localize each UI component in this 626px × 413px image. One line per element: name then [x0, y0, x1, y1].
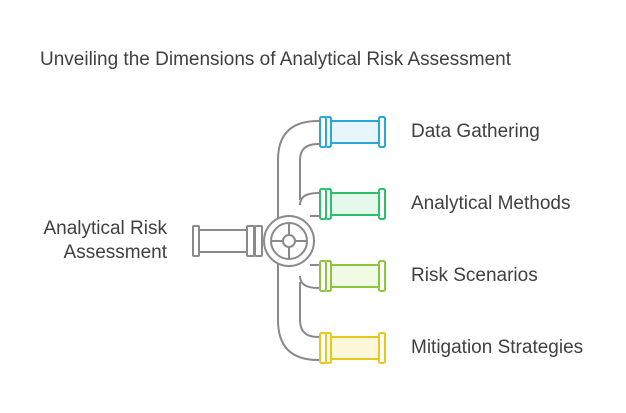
- source-label-line2: Assessment: [63, 242, 167, 263]
- output-pipe-mitigation-strategies: [319, 332, 386, 364]
- inlet-pipe: [192, 225, 263, 257]
- output-pipe-risk-scenarios: [319, 260, 386, 292]
- output-label-data-gathering: Data Gathering: [411, 121, 540, 142]
- valve: [263, 215, 315, 267]
- manifold-branches: [277, 120, 322, 361]
- output-pipe-data-gathering: [319, 116, 386, 148]
- output-label-analytical-methods: Analytical Methods: [411, 193, 571, 214]
- output-pipe-analytical-methods: [319, 188, 386, 220]
- source-label-line1: Analytical Risk: [43, 218, 167, 239]
- source-label: Analytical Risk Assessment: [43, 217, 167, 265]
- output-label-mitigation-strategies: Mitigation Strategies: [411, 337, 584, 358]
- output-label-risk-scenarios: Risk Scenarios: [411, 265, 538, 286]
- diagram-title: Unveiling the Dimensions of Analytical R…: [40, 49, 511, 70]
